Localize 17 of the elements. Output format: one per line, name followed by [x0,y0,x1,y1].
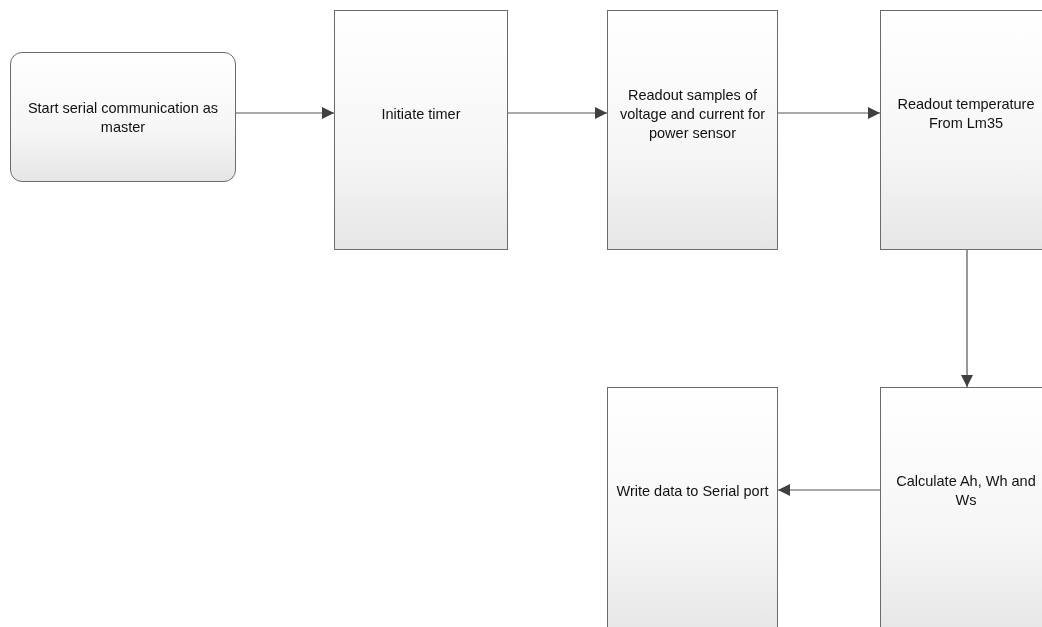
process-box [334,10,508,250]
step-text: Initiate timer [380,104,462,124]
process-box [880,10,1042,250]
step-text: Calculate Ah, Wh and Ws [895,472,1037,510]
process-box [880,387,1042,627]
arrow [235,107,335,119]
process-box [607,10,778,250]
arrow [961,249,973,388]
step-text: Readout samples of voltage and current for power sensor [618,85,767,143]
step-text: Readout temperature From Lm35 [896,95,1036,133]
step-text: Write data to Serial port [616,481,769,501]
step-text: Start serial communication as master [26,99,220,137]
process-box [607,387,778,627]
arrow [507,107,608,119]
arrow [777,484,881,496]
arrow [777,107,881,119]
start-box [10,52,236,182]
